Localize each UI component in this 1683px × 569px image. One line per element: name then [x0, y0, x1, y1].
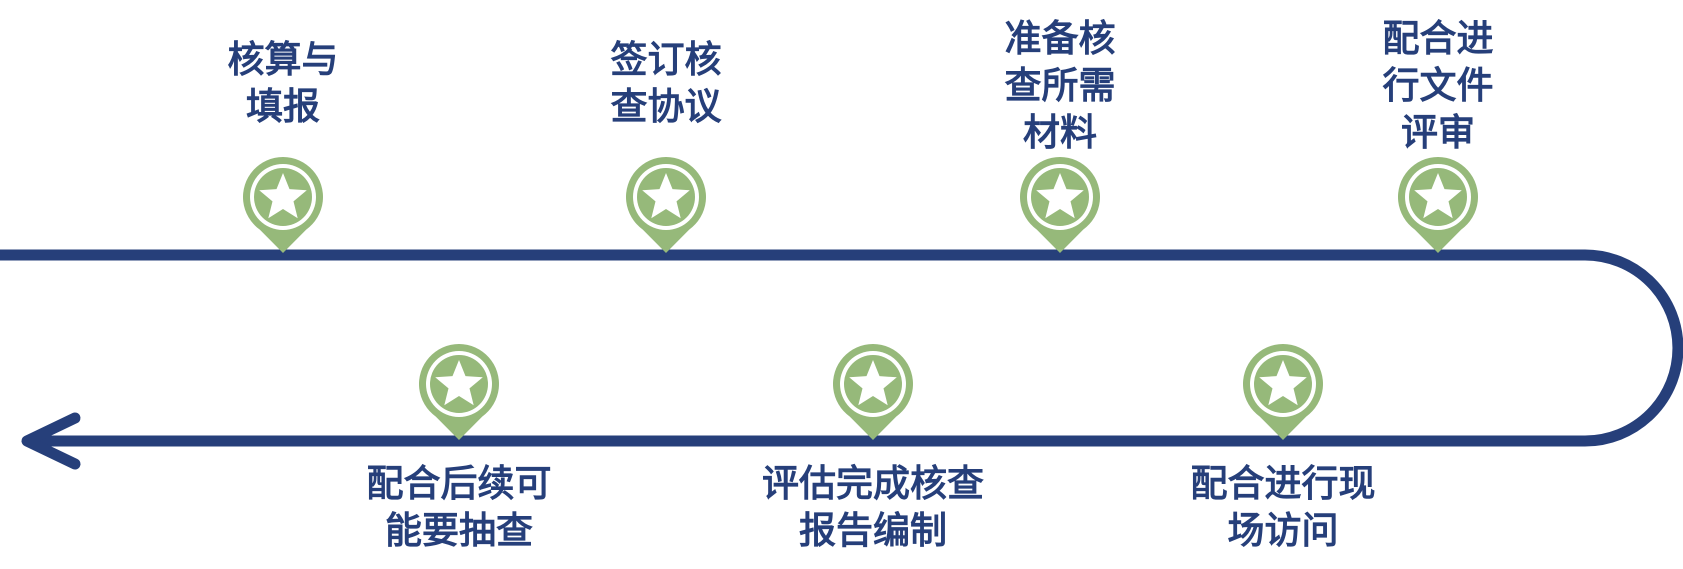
star-icon	[849, 360, 897, 406]
step-label-line: 准备核	[1004, 17, 1116, 60]
top-step-label-4: 配合进行文件评审	[1323, 15, 1553, 156]
step-label-line: 评估完成核查	[762, 462, 984, 505]
milestone-pin-top-3	[1020, 157, 1100, 253]
top-step-label-3: 准备核查所需材料	[945, 15, 1175, 156]
star-icon	[1259, 360, 1307, 406]
step-label-line: 填报	[246, 85, 320, 128]
step-label-line: 配合进	[1382, 17, 1494, 60]
step-label-line: 核算与	[227, 38, 339, 81]
milestone-pin-top-2	[626, 157, 707, 253]
step-label-line: 场访问	[1227, 509, 1339, 552]
star-icon	[1036, 173, 1084, 219]
step-label-line: 配合进行现	[1190, 462, 1376, 505]
bottom-step-label-2: 评估完成核查报告编制	[733, 460, 1013, 554]
step-label-line: 查所需	[1004, 64, 1116, 107]
arrow-left-icon	[21, 412, 81, 470]
milestone-pin-bottom-1	[419, 344, 499, 440]
star-icon	[1414, 173, 1462, 219]
top-step-label-2: 签订核查协议	[551, 36, 781, 130]
step-label-line: 报告编制	[799, 509, 947, 552]
milestone-pin-top-4	[1398, 157, 1478, 253]
star-icon	[642, 173, 690, 219]
step-label-line: 能要抽查	[385, 509, 533, 552]
star-icon	[435, 360, 483, 406]
bottom-step-label-3: 配合进行现场访问	[1143, 460, 1423, 554]
step-label-line: 签订核	[610, 38, 722, 81]
milestone-pin-bottom-3	[1243, 344, 1323, 440]
bottom-step-label-1: 配合后续可能要抽查	[319, 460, 599, 554]
step-label-line: 材料	[1023, 111, 1097, 154]
step-label-line: 查协议	[610, 85, 722, 128]
top-step-label-1: 核算与填报	[168, 36, 398, 130]
star-icon	[259, 173, 307, 219]
timeline-track	[0, 249, 1683, 447]
milestone-pin-top-1	[242, 157, 323, 253]
milestone-pin-bottom-2	[833, 344, 914, 440]
step-label-line: 评审	[1401, 111, 1475, 154]
step-label-line: 行文件	[1382, 64, 1494, 107]
step-label-line: 配合后续可	[366, 462, 552, 505]
